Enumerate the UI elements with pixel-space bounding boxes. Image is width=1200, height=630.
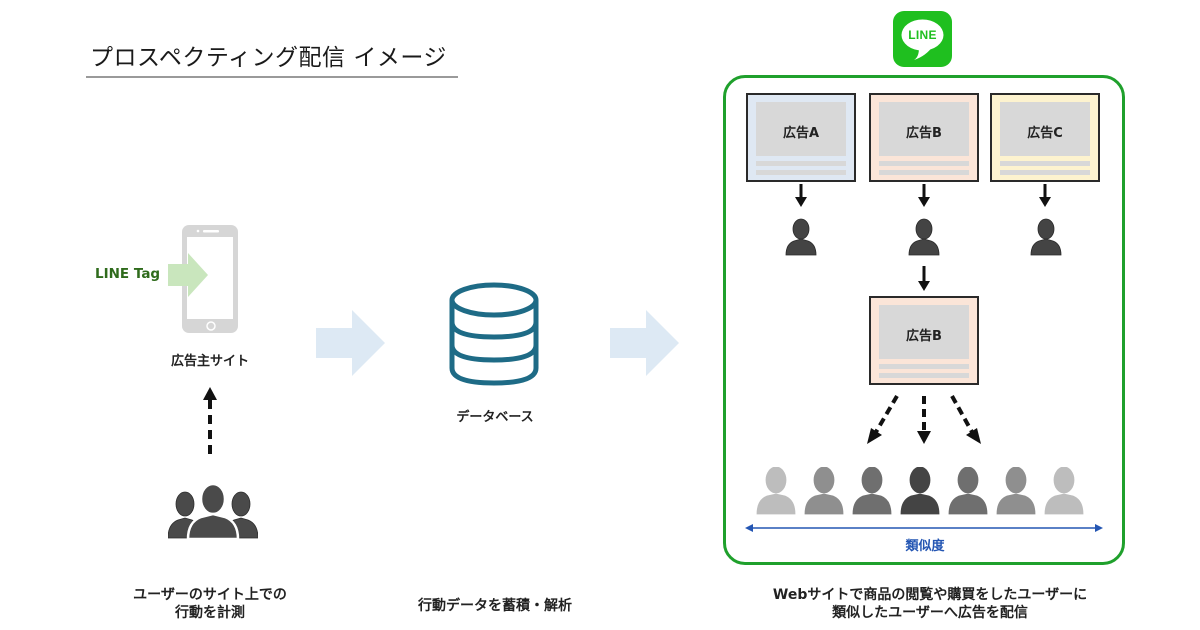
right-caption-line1: Webサイトで商品の閲覧や購買をしたユーザーに	[772, 587, 1088, 603]
similar-user-icon	[948, 467, 988, 515]
right-caption-line2: 類似したユーザーへ広告を配信	[832, 605, 1028, 621]
similar-user-icon	[852, 467, 892, 515]
dashed-up-arrow-icon	[203, 387, 217, 458]
speech-bubble-icon	[901, 19, 944, 60]
ad-label: 広告A	[782, 126, 820, 141]
line-logo-text: LINE	[908, 28, 937, 42]
advertiser-site-label: 広告主サイト	[170, 354, 249, 369]
ad-card-c: 広告C	[990, 93, 1100, 182]
user-icon	[785, 218, 817, 256]
left-caption: ユーザーのサイト上での 行動を計測	[80, 586, 340, 622]
flow-arrow-icon	[316, 310, 385, 376]
ad-label: 広告B	[906, 126, 942, 141]
similarity-axis-icon	[745, 524, 1103, 532]
arrow-down-icon	[918, 266, 930, 291]
tag-arrow-icon	[168, 253, 208, 297]
similar-user-icon	[996, 467, 1036, 515]
similar-users-row	[756, 467, 1096, 517]
user-group-icon	[168, 482, 258, 540]
line-tag-label: LINE Tag	[95, 266, 161, 282]
similar-user-icon	[1044, 467, 1084, 515]
ad-label: 広告B	[906, 329, 942, 344]
middle-caption: 行動データを蓄積・解析	[418, 598, 572, 614]
arrow-down-icon	[795, 184, 807, 207]
selected-ad-card: 広告B	[869, 296, 979, 385]
similar-user-icon	[900, 467, 940, 515]
database-icon	[449, 282, 539, 386]
ad-card-a: 広告A	[746, 93, 856, 182]
arrow-down-icon	[1039, 184, 1051, 207]
left-caption-line2: 行動を計測	[175, 605, 245, 621]
similar-user-icon	[804, 467, 844, 515]
ad-label: 広告C	[1027, 126, 1063, 141]
user-icon	[1030, 218, 1062, 256]
line-logo: LINE	[893, 11, 952, 67]
user-icon	[908, 218, 940, 256]
arrow-down-icon	[918, 184, 930, 207]
page-title: プロスペクティング配信 イメージ	[90, 45, 447, 71]
left-caption-line1: ユーザーのサイト上での	[133, 587, 287, 603]
line-platform-frame	[723, 75, 1125, 565]
right-caption: Webサイトで商品の閲覧や購買をしたユーザーに 類似したユーザーへ広告を配信	[720, 586, 1140, 622]
similar-user-icon	[756, 467, 796, 515]
title-underline	[86, 76, 458, 78]
dashed-diverging-arrows-icon	[867, 394, 981, 444]
similarity-label: 類似度	[905, 539, 945, 554]
flow-arrow-icon	[610, 310, 679, 376]
database-label: データベース	[456, 410, 534, 425]
ad-card-b: 広告B	[869, 93, 979, 182]
